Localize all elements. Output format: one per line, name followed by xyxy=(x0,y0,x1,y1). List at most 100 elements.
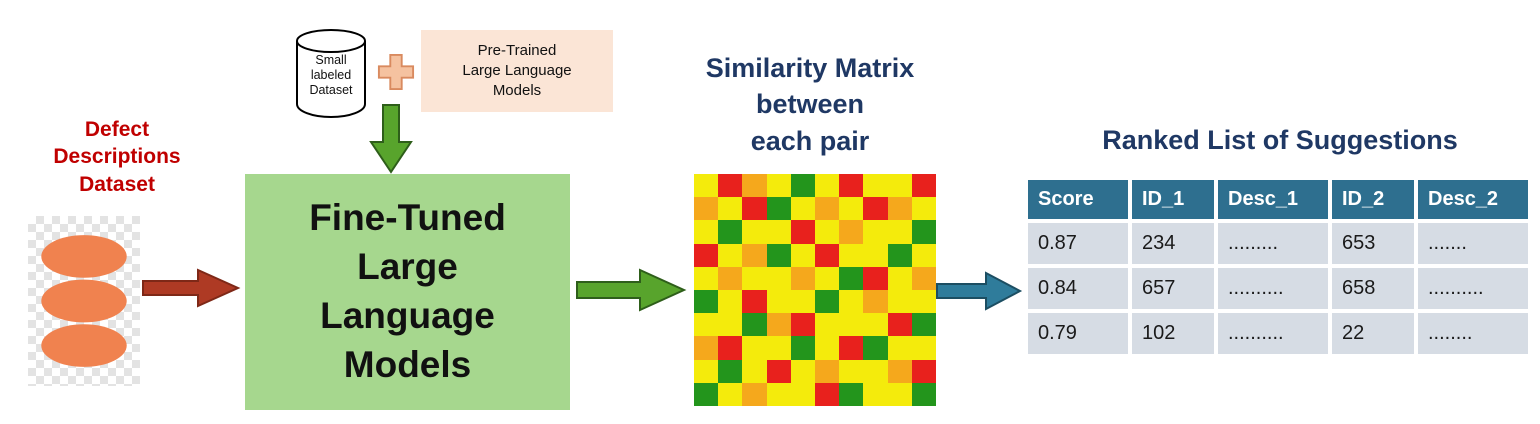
matrix-cell xyxy=(742,197,767,221)
matrix-cell xyxy=(911,266,936,290)
matrix-cell xyxy=(911,174,936,198)
matrix-cell xyxy=(887,266,912,290)
column-header: Desc_2 xyxy=(1418,180,1528,219)
matrix-cell xyxy=(911,220,936,244)
matrix-cell xyxy=(887,197,912,221)
matrix-cell xyxy=(790,290,815,314)
matrix-cell xyxy=(815,220,840,244)
column-header: ID_2 xyxy=(1332,180,1414,219)
matrix-cell xyxy=(766,290,791,314)
matrix-cell xyxy=(887,336,912,360)
matrix-cell xyxy=(839,220,864,244)
matrix-cell xyxy=(863,266,888,290)
box-line: Models xyxy=(492,82,542,100)
matrix-cell xyxy=(839,243,864,267)
matrix-cell xyxy=(790,220,815,244)
matrix-cell xyxy=(766,336,791,360)
title-line: Defect xyxy=(84,118,150,141)
table-cell: 234 xyxy=(1132,223,1214,264)
green-down-arrow-icon xyxy=(369,104,413,174)
matrix-cell xyxy=(694,336,719,360)
matrix-cell xyxy=(718,266,743,290)
matrix-cell xyxy=(911,382,936,406)
similarity-matrix-title: Similarity Matrix between each pair xyxy=(640,50,980,159)
matrix-cell xyxy=(815,174,840,198)
matrix-cell xyxy=(839,382,864,406)
box-line: Language xyxy=(320,295,495,336)
table-cell: .......... xyxy=(1418,268,1528,309)
matrix-cell xyxy=(815,197,840,221)
matrix-cell xyxy=(766,174,791,198)
red-right-arrow-icon xyxy=(142,268,241,308)
matrix-cell xyxy=(766,243,791,267)
matrix-cell xyxy=(887,174,912,198)
matrix-cell xyxy=(718,382,743,406)
matrix-cell xyxy=(839,290,864,314)
box-line: Large Language xyxy=(462,61,572,79)
column-header: Score xyxy=(1028,180,1128,219)
table-cell: 0.79 xyxy=(1028,313,1128,354)
small-dataset-cylinder-icon xyxy=(296,29,366,118)
matrix-cell xyxy=(766,313,791,337)
matrix-cell xyxy=(742,313,767,337)
matrix-cell xyxy=(863,313,888,337)
table-cell: .......... xyxy=(1218,313,1328,354)
box-line: Pre-Trained xyxy=(477,41,557,59)
defect-dataset-title: Defect Descriptions Dataset xyxy=(8,116,226,198)
matrix-cell xyxy=(815,359,840,383)
matrix-cell xyxy=(815,290,840,314)
teal-right-arrow-icon xyxy=(936,271,1023,311)
title-line: between xyxy=(755,89,865,120)
title-line: Similarity Matrix xyxy=(705,53,915,83)
box-line: Models xyxy=(343,343,472,385)
label-line: Small xyxy=(315,53,347,67)
matrix-cell xyxy=(863,197,888,221)
matrix-cell xyxy=(742,290,767,314)
label-line: Dataset xyxy=(309,82,353,97)
matrix-cell xyxy=(694,174,719,198)
matrix-cell xyxy=(887,313,912,337)
matrix-cell xyxy=(887,220,912,244)
matrix-cell xyxy=(863,336,888,360)
matrix-cell xyxy=(887,359,912,383)
table-cell: .......... xyxy=(1218,268,1328,309)
green-right-arrow-icon xyxy=(576,268,687,312)
matrix-cell xyxy=(863,382,888,406)
matrix-cell xyxy=(790,266,815,290)
plus-icon xyxy=(377,53,415,91)
table-cell: 653 xyxy=(1332,223,1414,264)
matrix-cell xyxy=(790,243,815,267)
matrix-cell xyxy=(815,313,840,337)
matrix-cell xyxy=(718,359,743,383)
matrix-cell xyxy=(839,197,864,221)
matrix-cell xyxy=(718,290,743,314)
table-cell: 657 xyxy=(1132,268,1214,309)
matrix-cell xyxy=(839,266,864,290)
ranked-list-title: Ranked List of Suggestions xyxy=(1102,125,1458,155)
finetuned-models-box: Fine-Tuned Large Language Models xyxy=(245,174,570,410)
title-line: Dataset xyxy=(79,172,155,196)
defect-dataset-image xyxy=(28,216,140,386)
matrix-cell xyxy=(694,382,719,406)
matrix-cell xyxy=(742,359,767,383)
box-line: Large xyxy=(357,246,458,288)
matrix-cell xyxy=(815,382,840,406)
matrix-cell xyxy=(790,359,815,383)
matrix-cell xyxy=(694,313,719,337)
small-dataset-label: Small labeled Dataset xyxy=(289,53,373,97)
matrix-cell xyxy=(790,313,815,337)
matrix-cell xyxy=(911,313,936,337)
matrix-cell xyxy=(790,382,815,406)
matrix-cell xyxy=(863,359,888,383)
similarity-matrix xyxy=(694,174,936,406)
table-cell: 658 xyxy=(1332,268,1414,309)
matrix-cell xyxy=(839,336,864,360)
matrix-cell xyxy=(742,220,767,244)
matrix-cell xyxy=(839,174,864,198)
label-line: labeled xyxy=(310,67,352,82)
matrix-cell xyxy=(790,197,815,221)
